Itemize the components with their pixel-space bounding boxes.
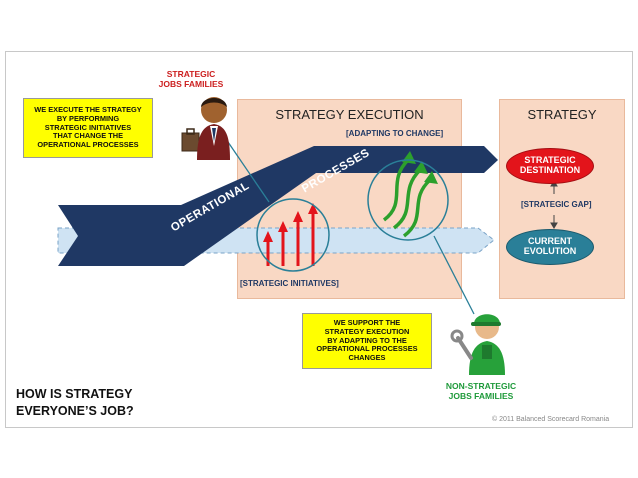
strategic-callout-line4: THAT CHANGE THE [52,131,124,141]
strategic-callout-line5: OPERATIONAL PROCESSES [37,140,139,150]
adapting-to-change-label: [ADAPTING TO CHANGE] [346,129,444,138]
strategy-title: STRATEGY [527,107,597,122]
nonstrategic-callout-line3: BY ADAPTING TO THE [327,335,407,345]
strategy-panel: STRATEGY [499,99,625,299]
strategic-connector [227,141,270,203]
process-diagram [57,97,558,375]
worker-icon [450,314,505,375]
nonstrategic-callout-line5: CHANGES [348,353,386,363]
strategic-destination-oval: STRATEGIC DESTINATION [506,148,594,184]
strategic-jobs-line1: STRATEGIC [166,69,216,79]
nonstrategic-callout: WE SUPPORT THE STRATEGY EXECUTION BY ADA… [302,313,432,369]
nonstrategic-connector [433,235,475,315]
businessman-icon [181,97,230,160]
everyone-job-question: HOW IS STRATEGY EVERYONE’S JOB? [16,386,134,420]
current-evolution-line2: EVOLUTION [523,246,577,256]
nonstrategic-callout-line4: OPERATIONAL PROCESSES [316,344,418,354]
strategic-callout-line2: BY PERFORMING [56,113,120,123]
strategic-gap-label: [STRATEGIC GAP] [521,200,592,209]
question-line1: HOW IS STRATEGY [16,387,133,401]
adaptation-arrows [382,158,432,238]
nonstrategic-callout-line1: WE SUPPORT THE [333,317,401,327]
adaptation-focus-circle [367,159,449,241]
strategic-initiative-arrows [263,203,318,266]
strategic-destination-line2: DESTINATION [519,165,581,175]
copyright-notice: © 2011 Balanced Scorecard Romania [492,416,610,423]
strategic-callout: WE EXECUTE THE STRATEGY BY PERFORMING ST… [23,98,153,158]
nonstrategic-jobs-line1: NON-STRATEGIC [445,381,517,391]
strategic-jobs-line2: JOBS FAMILIES [158,78,224,89]
nonstrategic-jobs-label: NON-STRATEGIC JOBS FAMILIES [431,381,531,402]
question-line2: EVERYONE’S JOB? [16,403,134,418]
operational-process-arrow [58,146,498,266]
current-evolution-oval: CURRENT EVOLUTION [506,229,594,265]
strategic-callout-line3: STRATEGIC INITIATIVES [44,122,132,132]
initiatives-focus-circle [256,198,330,272]
strategic-jobs-label: STRATEGIC JOBS FAMILIES [146,69,236,90]
slide: STRATEGY EXECUTION STRATEGY [5,51,633,428]
nonstrategic-jobs-line2: JOBS FAMILIES [448,390,514,401]
strategy-execution-title: STRATEGY EXECUTION [275,107,424,122]
strategic-destination-line1: STRATEGIC [524,155,576,166]
strategic-initiatives-label: [STRATEGIC INITIATIVES] [240,279,339,288]
strategic-callout-line1: WE EXECUTE THE STRATEGY [34,104,142,114]
nonstrategic-callout-line2: STRATEGY EXECUTION [324,326,410,336]
current-evolution-line1: CURRENT [527,236,572,247]
